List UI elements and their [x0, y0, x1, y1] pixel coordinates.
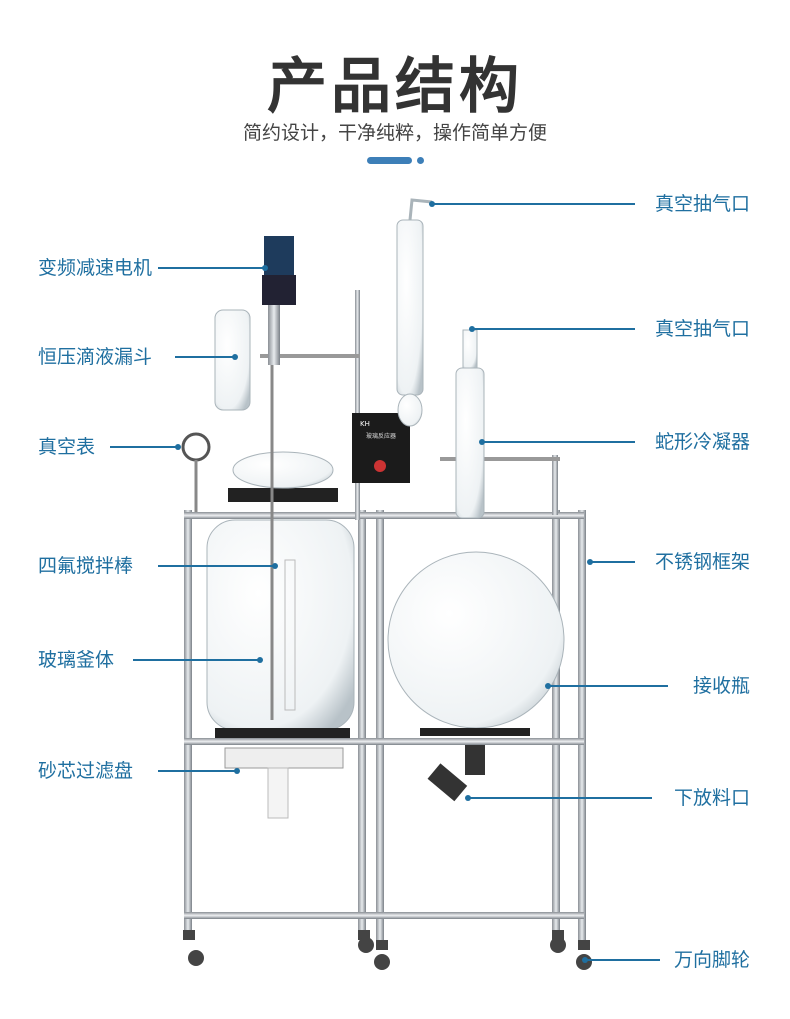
page-subtitle: 简约设计，干净纯粹，操作简单方便: [242, 122, 547, 144]
label-steel-frame: 不锈钢框架: [654, 551, 750, 573]
divider-dot: [417, 157, 424, 164]
label-serpentine-condenser: 蛇形冷凝器: [654, 431, 750, 453]
label-filter-disc: 砂芯过滤盘: [38, 760, 134, 782]
filter-disc: [224, 747, 344, 769]
label-vacuum-port-2: 真空抽气口: [654, 318, 750, 340]
glass-vessel: [206, 519, 355, 731]
label-vacuum-gauge: 真空表: [38, 436, 96, 458]
receiving-flask: [387, 551, 565, 729]
page-title: 产品结构: [267, 52, 523, 122]
label-stirring-rod: 四氟搅拌棒: [38, 555, 134, 577]
label-discharge-port: 下放料口: [673, 787, 750, 809]
label-dropping-funnel: 恒压滴液漏斗: [38, 346, 153, 368]
leader-lines: [110, 203, 668, 961]
discharge-valve: [427, 763, 468, 802]
motor: [264, 236, 294, 276]
label-glass-vessel: 玻璃釜体: [38, 649, 115, 671]
divider-bar: [367, 157, 412, 164]
label-vacuum-port-1: 真空抽气口: [654, 193, 750, 215]
vacuum-gauge: [181, 432, 211, 462]
control-logo: KH: [360, 420, 370, 428]
caster-wheels: [183, 930, 592, 970]
dropping-funnel: [214, 309, 251, 411]
label-motor: 变频减速电机: [38, 257, 153, 279]
label-caster-wheels: 万向脚轮: [673, 949, 750, 971]
steel-frame: [184, 290, 586, 940]
label-receiving-flask: 接收瓶: [692, 675, 750, 697]
condenser-upper: [396, 219, 424, 396]
control-label: 玻璃反应器: [366, 432, 396, 440]
